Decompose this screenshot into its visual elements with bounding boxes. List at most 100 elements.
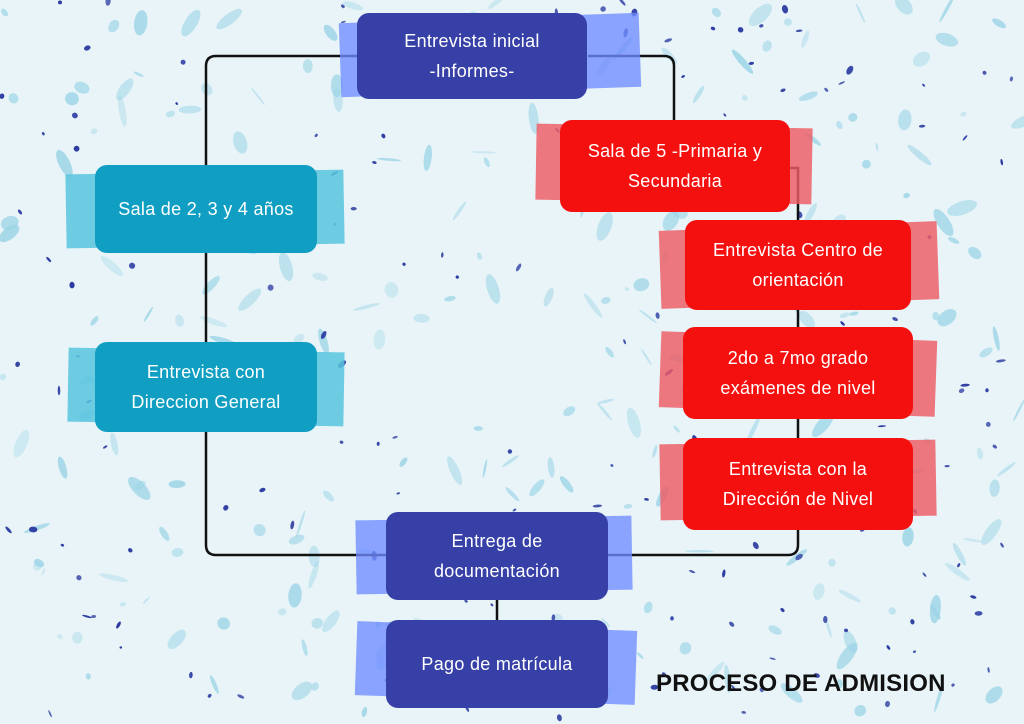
splatter-light [804,203,817,225]
splatter-light [116,78,134,101]
splatter-light [855,3,866,23]
splatter-light [992,326,1000,351]
splatter-dark [515,263,522,272]
splatter-light [119,602,126,607]
splatter-light [65,92,79,106]
splatter-light [748,3,773,27]
splatter-light [968,246,982,260]
splatter-light [288,583,302,608]
splatter-dark [795,29,803,33]
splatter-light [505,487,520,502]
splatter-light [624,287,630,291]
splatter-dark [455,275,459,279]
splatter-dark [1009,76,1014,82]
node-entrevista-centro-orientacion: Entrevista Centro de orientación [685,220,911,310]
node-entrevista-inicial: Entrevista inicial -Informes- [357,13,587,99]
splatter-light [934,682,944,713]
splatter-dark [490,603,494,607]
splatter-dark [780,88,786,93]
splatter-light [413,313,430,323]
splatter-light [159,526,170,541]
splatter-light [903,192,910,199]
splatter-dark [512,508,517,512]
node-entrevista-direccion-general: Entrevista con Direccion General [95,342,317,432]
splatter-light [798,311,815,328]
splatter-light [323,24,338,41]
splatter-dark [670,616,674,621]
splatter-light [168,480,186,489]
splatter-light [596,212,613,241]
splatter-light [888,607,896,615]
splatter-light [322,490,335,502]
splatter-dark [402,262,406,266]
splatter-light [0,373,7,381]
splatter-light [253,523,266,537]
splatter-dark [985,388,989,393]
splatter-dark [962,135,968,141]
splatter-dark [69,281,75,289]
splatter-light [997,462,1016,477]
splatter-dark [314,133,318,138]
splatter-light [605,346,614,358]
splatter-dark [844,628,848,633]
splatter-dark [951,683,955,687]
splatter-dark [957,563,961,568]
splatter-light [685,550,715,553]
splatter-light [559,476,574,493]
node-pago-matricula: Pago de matrícula [386,620,608,708]
splatter-light [948,237,960,244]
splatter-light [692,85,705,103]
splatter-light [90,316,99,326]
splatter-light [32,562,42,571]
splatter-light [1011,114,1024,129]
splatter-light [960,111,967,117]
splatter-light [483,157,490,168]
splatter-dark [781,4,789,14]
splatter-dark [17,209,23,215]
splatter-light [302,59,313,74]
splatter-light [72,631,83,644]
splatter-light [836,642,858,670]
diagram-title: PROCESO DE ADMISION [656,670,946,697]
splatter-light [633,278,650,292]
splatter-light [979,347,993,358]
splatter-dark [752,541,759,550]
splatter-light [768,625,782,635]
splatter-dark [722,569,726,578]
splatter-light [838,589,861,603]
splatter-dark [970,595,977,599]
splatter-dark [723,113,727,117]
splatter-dark [128,548,133,553]
splatter-light [563,406,576,417]
splatter-light [985,686,1003,704]
splatter-light [452,201,467,221]
splatter-light [238,288,262,311]
splatter-light [288,534,305,545]
splatter-light [108,19,120,33]
splatter-light [423,144,432,171]
splatter-light [626,407,641,438]
splatter-dark [958,388,965,393]
splatter-dark [824,87,829,92]
splatter-light [780,683,803,703]
splatter-light [133,10,148,36]
splatter-dark [623,339,627,345]
splatter-dark [987,667,990,673]
node-entrevista-direccion-nivel: Entrevista con la Dirección de Nivel [683,438,913,530]
splatter-light [945,563,970,581]
splatter-dark [737,27,744,33]
splatter-light [947,200,978,216]
splatter-light [353,303,381,311]
splatter-dark [688,570,696,574]
splatter-light [56,149,73,178]
splatter-light [0,215,19,231]
splatter-dark [180,59,186,65]
splatter-light [502,455,519,467]
splatter-dark [710,26,716,31]
splatter-dark [974,611,983,616]
splatter-light [133,71,144,77]
splatter-light [641,348,652,366]
splatter-dark [892,317,898,322]
splatter-dark [189,671,193,679]
splatter-light [746,416,760,444]
